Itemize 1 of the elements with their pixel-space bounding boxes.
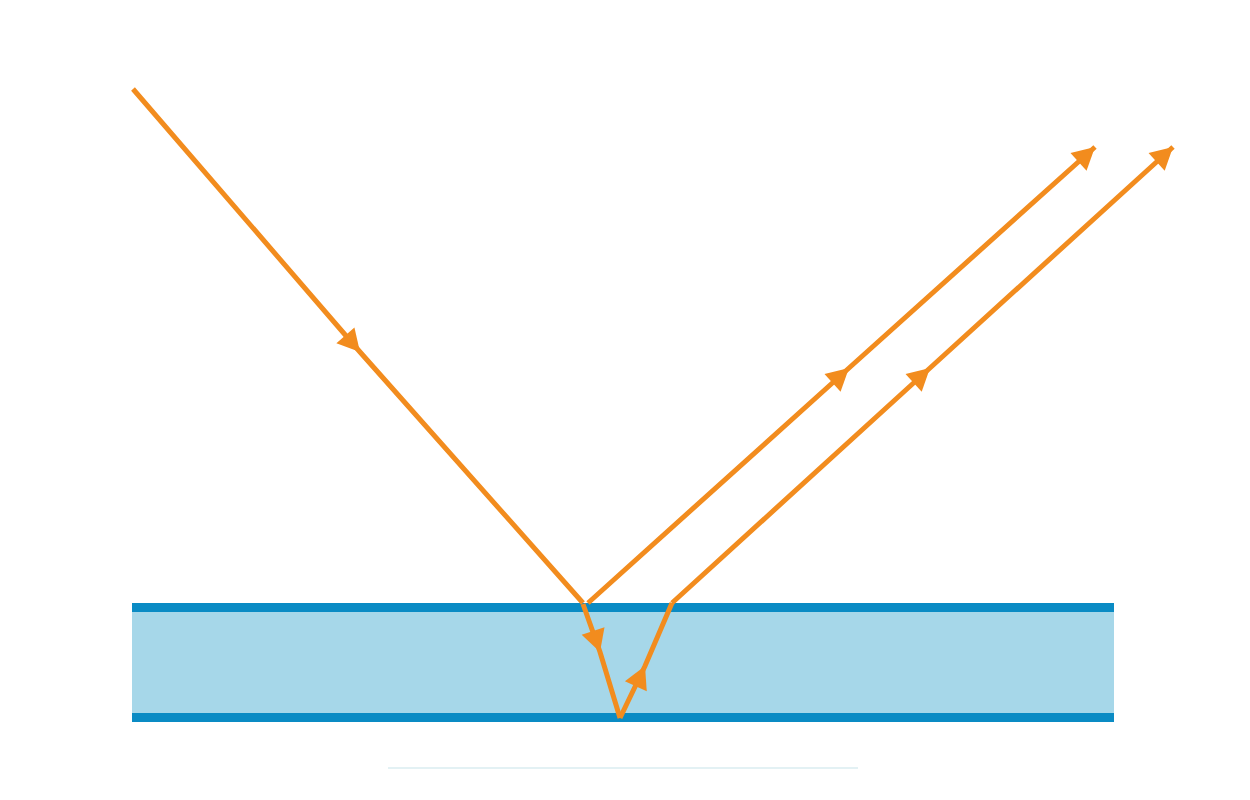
film-layer <box>132 603 1114 722</box>
